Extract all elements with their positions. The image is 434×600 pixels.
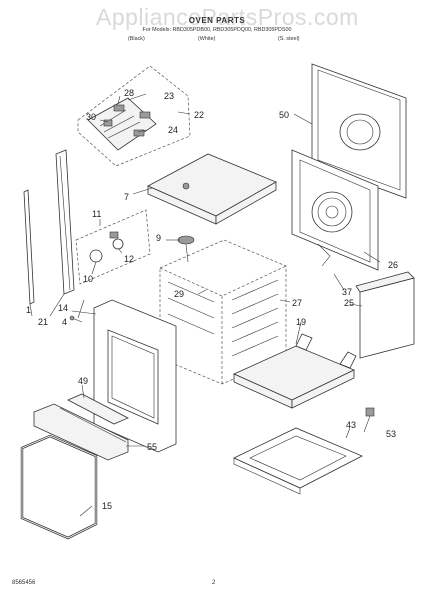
callout-11: 11 [92,209,101,219]
doc-number: 8565456 [12,580,36,586]
part-22-control-bracket [77,65,191,167]
callout-30: 30 [86,112,96,122]
callout-49: 49 [78,376,88,386]
callout-1: 1 [26,305,31,315]
page-number: 2 [212,580,216,586]
models-line: For Models: RBD305PDB00, RBD305PDQ00, RB… [142,27,292,33]
callout-25: 25 [344,298,354,308]
part-53-clip [365,407,375,417]
callout-55: 55 [147,442,157,452]
part-26-rear-frame [291,149,379,271]
callout-22: 22 [194,110,204,120]
callout-27: 27 [292,298,302,308]
part-15-door-gasket [20,434,98,540]
watermark: AppliancePartsPros.com [96,4,359,30]
callout-29: 29 [174,289,184,299]
callout-19: 19 [296,317,306,327]
part-1-21-side-strips [23,149,75,305]
callout-21: 21 [38,317,48,327]
callout-12: 12 [124,254,134,264]
callout-4: 4 [62,317,67,327]
callout-9: 9 [156,233,161,243]
part-number-labels: 28 23 22 30 24 50 7 11 9 12 10 26 37 25 … [26,88,398,511]
callout-24: 24 [168,125,178,135]
part-25-side-panel [355,271,415,359]
part-11-light-assembly [75,209,151,285]
callout-14: 14 [58,303,68,313]
part-50-back-panel [311,63,407,199]
callout-23: 23 [164,91,174,101]
callout-53: 53 [386,429,396,439]
part-4-screw [69,315,83,323]
callout-15: 15 [102,501,112,511]
part-19-bottom-panel [233,333,357,409]
callout-37: 37 [342,287,352,297]
sub-label-3: (S. steel) [278,36,300,42]
part-43-drip-panel [233,427,363,495]
sub-label-2: (White) [198,36,216,42]
part-55-vent-trim [33,393,129,461]
callout-43: 43 [346,420,356,430]
part-9-sensor [177,235,195,263]
callout-7: 7 [124,192,129,202]
part-7-top-panel [147,153,277,225]
diagram-title: OVEN PARTS [188,16,246,25]
leader-lines [29,93,381,517]
callout-28: 28 [124,88,134,98]
callout-50: 50 [279,110,289,120]
sub-label-1: (Black) [128,36,145,42]
callout-10: 10 [83,274,93,284]
callout-26: 26 [388,260,398,270]
